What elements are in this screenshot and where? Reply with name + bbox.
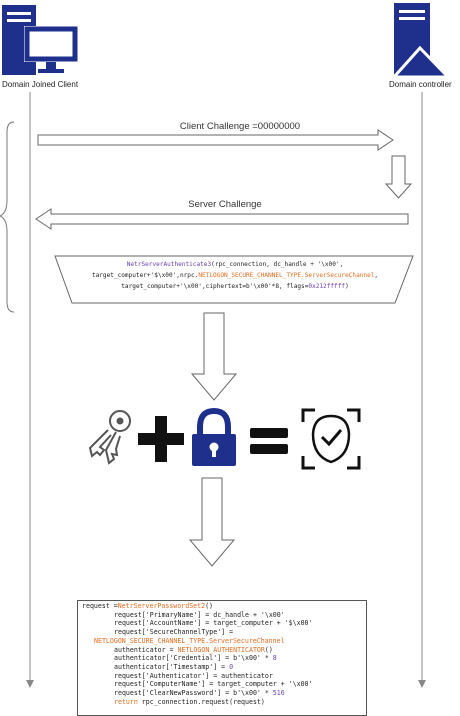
client-challenge-label: Client Challenge =00000000 (179, 121, 301, 132)
computer-icon (2, 5, 78, 75)
code-line: return rpc_connection.request(request) (114, 697, 265, 706)
code-line: request['SecureChannelType'] = (114, 628, 234, 637)
big-down-arrow-1 (190, 312, 238, 401)
authenticate-code-line-3: target_computer+'\x00',ciphertext=b'\x00… (121, 283, 349, 290)
authenticate-code-line-2: target_computer+'$\x00',nrpc.NETLOGON_SE… (91, 272, 379, 279)
code-line: authenticator['Timestamp'] = 0 (114, 662, 234, 671)
code-line: request['ClearNewPassword'] = b'\x00' * … (114, 689, 285, 698)
face-verified-icon (301, 408, 361, 470)
server-down-arrow (384, 155, 413, 199)
code-line: request['PrimaryName'] = dc_handle + '\x… (114, 610, 285, 619)
password-set-code: request =NetrServerPasswordSet2() reques… (77, 600, 367, 716)
server-icon (390, 3, 452, 79)
authenticate-code: NetrServerAuthenticate3(rpc_connection, … (62, 259, 408, 292)
key-icon (88, 410, 131, 465)
server-label: Domain controller (389, 80, 452, 89)
equals-sign (250, 428, 288, 454)
authenticate-box (54, 255, 414, 304)
plus-sign (138, 416, 184, 462)
code-line: authenticator = NETLOGON_AUTHENTICATOR() (114, 645, 273, 654)
client-challenge-arrow (37, 129, 394, 151)
padlock-icon (192, 407, 236, 466)
code-line: request['AccountName'] = target_computer… (114, 619, 313, 628)
handshake-brace (0, 121, 15, 313)
code-line: request =NetrServerPasswordSet2() (82, 602, 214, 610)
big-down-arrow-2 (188, 477, 236, 567)
server-challenge-arrow (35, 208, 409, 230)
authenticate-code-line-1: NetrServerAuthenticate3(rpc_connection, … (126, 261, 344, 268)
client-label: Domain Joined Client (2, 80, 79, 89)
code-line: request['Authenticator'] = authenticator (114, 671, 273, 680)
code-line: NETLOGON_SECURE_CHANNEL_TYPE.ServerSecur… (94, 636, 285, 645)
code-line: authenticator['Credential'] = b'\x00' * … (114, 654, 277, 663)
code-line: request['ComputerName'] = target_compute… (114, 680, 313, 689)
server-challenge-label: Server Challenge (188, 199, 262, 210)
